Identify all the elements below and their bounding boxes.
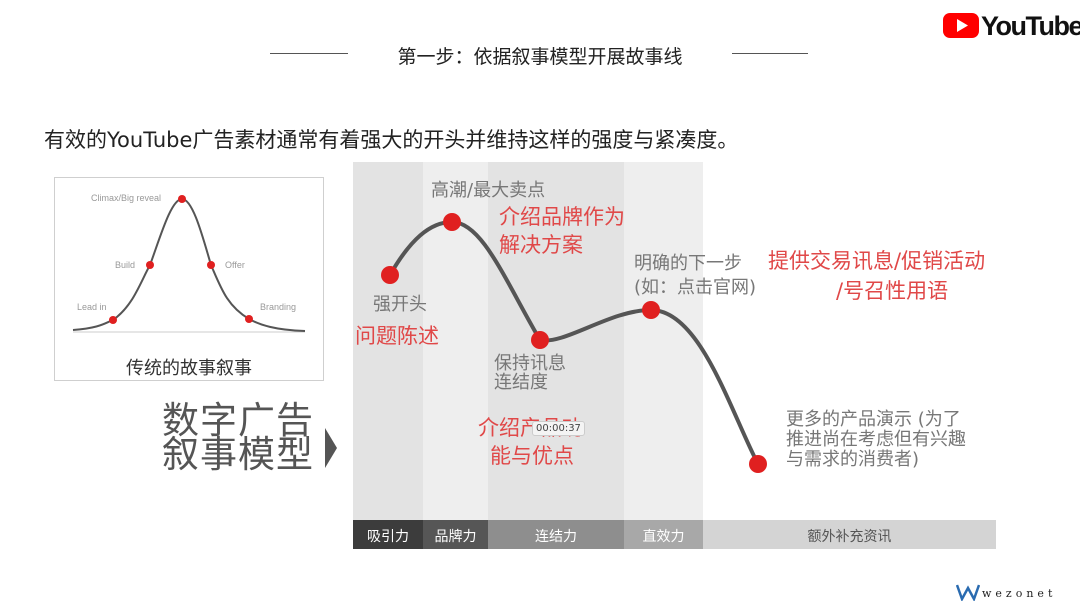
chevron-right-icon xyxy=(325,428,337,468)
bar-attraction: 吸引力 xyxy=(353,520,423,549)
brand-solution-line2: 解决方案 xyxy=(499,233,583,257)
more-demo-point xyxy=(749,455,767,473)
wezonet-w-icon xyxy=(955,584,981,603)
brand-solution-label: 介绍品牌作为 解决方案 xyxy=(499,203,625,259)
build-label: Build xyxy=(115,260,135,270)
bar-extra-info: 额外补充资讯 xyxy=(703,520,996,549)
call-to-action-line2: /号召性用语 xyxy=(836,279,949,303)
sustain-line1: 保持讯息 xyxy=(494,353,566,374)
next-step-line2: (如：点击官网) xyxy=(634,277,757,298)
traditional-curve-chart: Climax/Big reveal Build Offer Lead in Br… xyxy=(72,193,306,333)
digital-model-line1: 数字广告 xyxy=(162,399,314,442)
youtube-logo: YouTube xyxy=(943,11,1080,44)
next-step-label: 明确的下一步 (如：点击官网) xyxy=(634,252,756,300)
youtube-play-icon xyxy=(943,13,979,38)
subtitle: 有效的YouTube广告素材通常有着强大的开头并维持这样的强度与紧凑度。 xyxy=(44,128,739,152)
more-demo-line1: 更多的产品演示 (为了 xyxy=(786,409,961,430)
climax-label: Climax/Big reveal xyxy=(91,193,161,203)
offer-point xyxy=(207,261,215,269)
more-demo-line3: 与需求的消费者) xyxy=(786,449,920,470)
offer-label: Offer xyxy=(225,260,245,270)
digital-model-title: 数字广告 叙事模型 xyxy=(162,399,314,476)
youtube-wordmark: YouTube xyxy=(981,11,1080,41)
climax-label: 高潮/最大卖点 xyxy=(431,180,546,201)
bar-brand-power: 品牌力 xyxy=(423,520,488,549)
video-timestamp: 00:00:37 xyxy=(532,421,585,436)
sustain-line2: 连结度 xyxy=(494,372,548,393)
lead-in-point xyxy=(109,316,117,324)
next-step-line1: 明确的下一步 xyxy=(634,253,742,274)
lead-in-label: Lead in xyxy=(77,302,107,312)
problem-statement-label: 问题陈述 xyxy=(355,324,439,348)
strong-open-label: 强开头 xyxy=(373,294,427,315)
wezonet-logo: wezonet xyxy=(955,583,1076,603)
brand-solution-line1: 介绍品牌作为 xyxy=(499,205,625,229)
product-features-line2: 能与优点 xyxy=(490,444,574,468)
climax-point xyxy=(178,195,186,203)
page-title: 第一步：依据叙事模型开展故事线 xyxy=(397,46,683,68)
call-to-action-line1: 提供交易讯息/促销活动 xyxy=(768,249,986,273)
bar-connection: 连结力 xyxy=(488,520,624,549)
build-point xyxy=(146,261,154,269)
call-to-action-label: 提供交易讯息/促销活动 /号召性用语 xyxy=(768,246,985,306)
title-rule-left xyxy=(270,53,348,54)
traditional-caption: 传统的故事叙事 xyxy=(126,358,252,379)
digital-model-line2: 叙事模型 xyxy=(162,433,314,476)
more-demo-line2: 推进尚在考虑但有兴趣 xyxy=(786,429,966,450)
traditional-story-card: Climax/Big reveal Build Offer Lead in Br… xyxy=(54,177,324,381)
bar-direct-effect: 直效力 xyxy=(624,520,703,549)
title-rule-right xyxy=(732,53,808,54)
sustain-label: 保持讯息 连结度 xyxy=(494,354,566,392)
band-direct xyxy=(624,162,703,520)
wezonet-wordmark: wezonet xyxy=(982,587,1057,600)
branding-point xyxy=(245,315,253,323)
branding-label: Branding xyxy=(260,302,296,312)
more-demo-label: 更多的产品演示 (为了 推进尚在考虑但有兴趣 与需求的消费者) xyxy=(786,410,966,470)
